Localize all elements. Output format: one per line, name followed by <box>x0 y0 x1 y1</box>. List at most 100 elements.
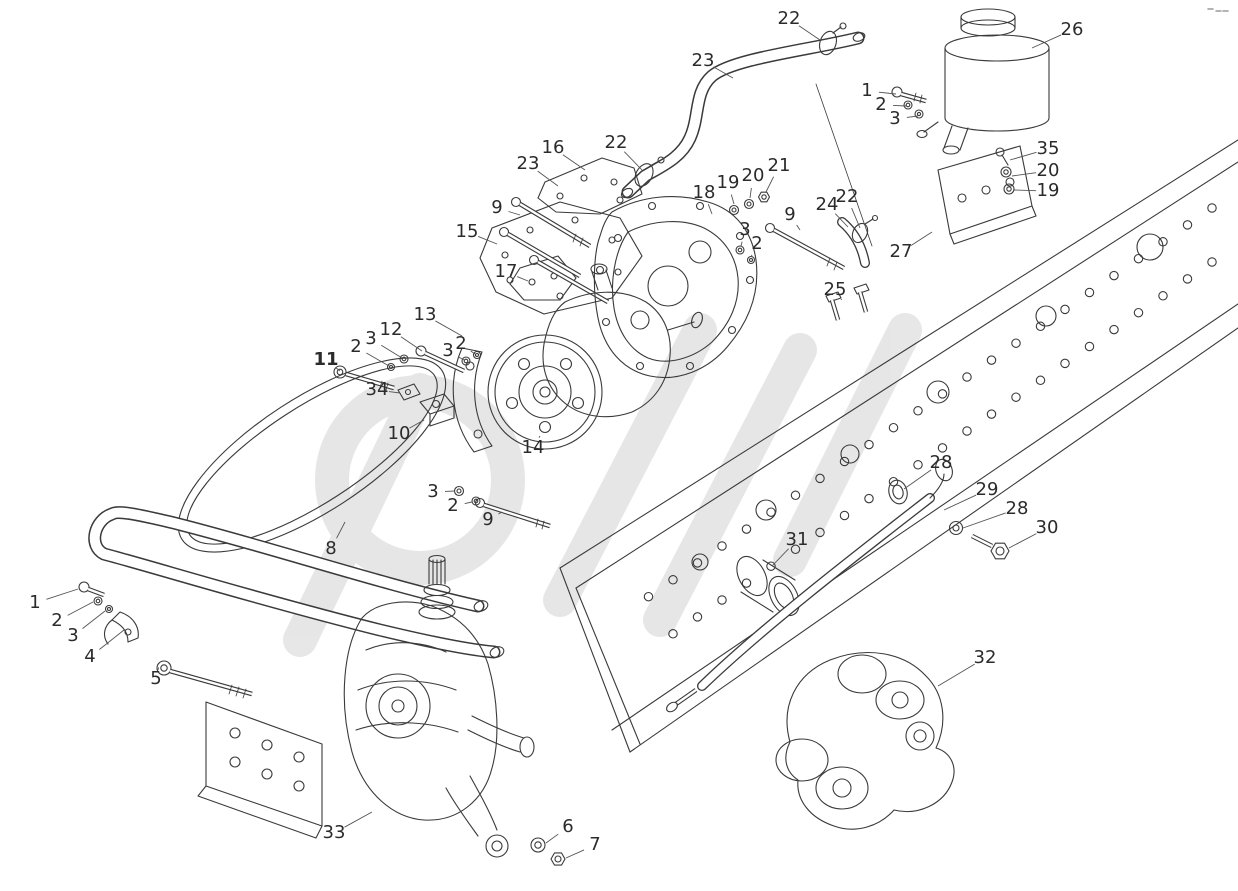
callout-3: 3 <box>442 340 453 361</box>
callout-1: 1 <box>861 80 872 101</box>
callout-29: 29 <box>976 479 999 500</box>
callout-22: 22 <box>836 186 859 207</box>
leader-line-7 <box>565 849 585 859</box>
leader-line-27 <box>910 231 933 246</box>
callout-28: 28 <box>930 452 953 473</box>
frame-rail <box>559 83 1238 753</box>
callout-18: 18 <box>693 182 716 203</box>
leader-line-32 <box>937 663 975 687</box>
leader-line-10 <box>409 419 425 429</box>
callout-2: 2 <box>350 336 361 357</box>
callout-23: 23 <box>692 50 715 71</box>
leader-lines <box>46 25 1062 859</box>
callout-35: 35 <box>1037 138 1060 159</box>
steering-gear <box>343 554 535 858</box>
callout-22: 22 <box>778 8 801 29</box>
callout-1: 1 <box>29 592 40 613</box>
leader-line-4 <box>99 629 125 650</box>
bolts-25 <box>825 283 870 321</box>
callout-9: 9 <box>482 509 493 530</box>
frame-rivet-holes <box>643 203 1217 639</box>
callout-12: 12 <box>380 319 403 340</box>
reservoir-screws <box>891 86 927 119</box>
callout-20: 20 <box>1037 160 1060 181</box>
leader-line-20 <box>1011 172 1037 177</box>
leader-line-22 <box>798 25 821 41</box>
callout-22: 22 <box>605 132 628 153</box>
leader-line-5 <box>157 667 160 671</box>
callout-33: 33 <box>323 822 346 843</box>
leader-line-8 <box>336 521 346 539</box>
callout-32: 32 <box>974 647 997 668</box>
pressure-hoses <box>88 506 505 659</box>
leader-line-35 <box>1009 151 1037 161</box>
cover-hardware <box>728 191 771 265</box>
leader-line-18 <box>707 204 713 215</box>
callout-19: 19 <box>717 172 740 193</box>
reservoir-bracket <box>937 145 1037 245</box>
leader-line-2 <box>470 350 476 355</box>
leader-line-23 <box>537 170 559 187</box>
callout-21: 21 <box>768 155 791 176</box>
callout-9: 9 <box>784 204 795 225</box>
leader-line-28 <box>962 512 1006 529</box>
callout-17: 17 <box>495 261 518 282</box>
leader-line-2 <box>366 352 390 367</box>
leader-line-19 <box>1013 189 1037 192</box>
leader-line-6 <box>545 833 559 844</box>
leader-line-9 <box>498 511 503 515</box>
hose-clamp-upper <box>818 22 847 56</box>
callout-16: 16 <box>542 137 565 158</box>
leader-line-28 <box>903 469 932 490</box>
callout-2: 2 <box>751 233 762 254</box>
leader-line-3 <box>906 115 919 118</box>
pulley <box>487 334 603 450</box>
callout-28: 28 <box>1006 498 1029 519</box>
spacer-tube <box>736 555 800 617</box>
reservoir <box>942 8 1050 155</box>
lower-stud <box>453 485 551 530</box>
callout-30: 30 <box>1036 517 1059 538</box>
leader-line-34 <box>388 391 401 394</box>
gasket-16 <box>537 157 643 215</box>
callout-26: 26 <box>1061 19 1084 40</box>
corner-mark <box>1207 8 1229 12</box>
clamp-screws <box>78 581 114 614</box>
leader-line-20 <box>749 187 752 199</box>
leader-line-11 <box>335 367 341 372</box>
leader-line-24 <box>834 213 849 228</box>
hose-clamp-lower <box>634 156 665 187</box>
leader-line-29 <box>943 494 977 511</box>
bolt-5 <box>156 660 253 699</box>
callout-27: 27 <box>890 241 913 262</box>
drive-belt <box>177 357 447 553</box>
return-elbow <box>837 214 879 268</box>
callout-2: 2 <box>875 94 886 115</box>
callout-20: 20 <box>742 165 765 186</box>
leader-line-12 <box>400 336 423 352</box>
callout-14: 14 <box>522 437 545 458</box>
leader-line-2 <box>892 105 907 107</box>
bracket-hardware <box>995 147 1015 195</box>
leader-line-9 <box>796 224 801 231</box>
callout-19: 19 <box>1037 180 1060 201</box>
callout-25: 25 <box>824 279 847 300</box>
leader-line-21 <box>765 176 775 193</box>
gasket-15 <box>479 201 643 315</box>
drag-link <box>666 458 1010 713</box>
callout-13: 13 <box>414 304 437 325</box>
leader-line-22 <box>851 207 861 229</box>
leader-line-25 <box>840 298 843 301</box>
suction-hose <box>620 31 866 199</box>
stud-bolts <box>498 196 846 304</box>
pump-body <box>542 263 703 418</box>
leader-line-33 <box>344 811 373 828</box>
leader-line-1 <box>878 91 897 95</box>
pitman-nut-washer <box>530 837 566 866</box>
callout-6: 6 <box>562 816 573 837</box>
callout-5: 5 <box>150 668 161 689</box>
leader-line-19 <box>730 194 735 205</box>
leader-line-2 <box>464 501 473 504</box>
leader-line-26 <box>1031 34 1062 49</box>
